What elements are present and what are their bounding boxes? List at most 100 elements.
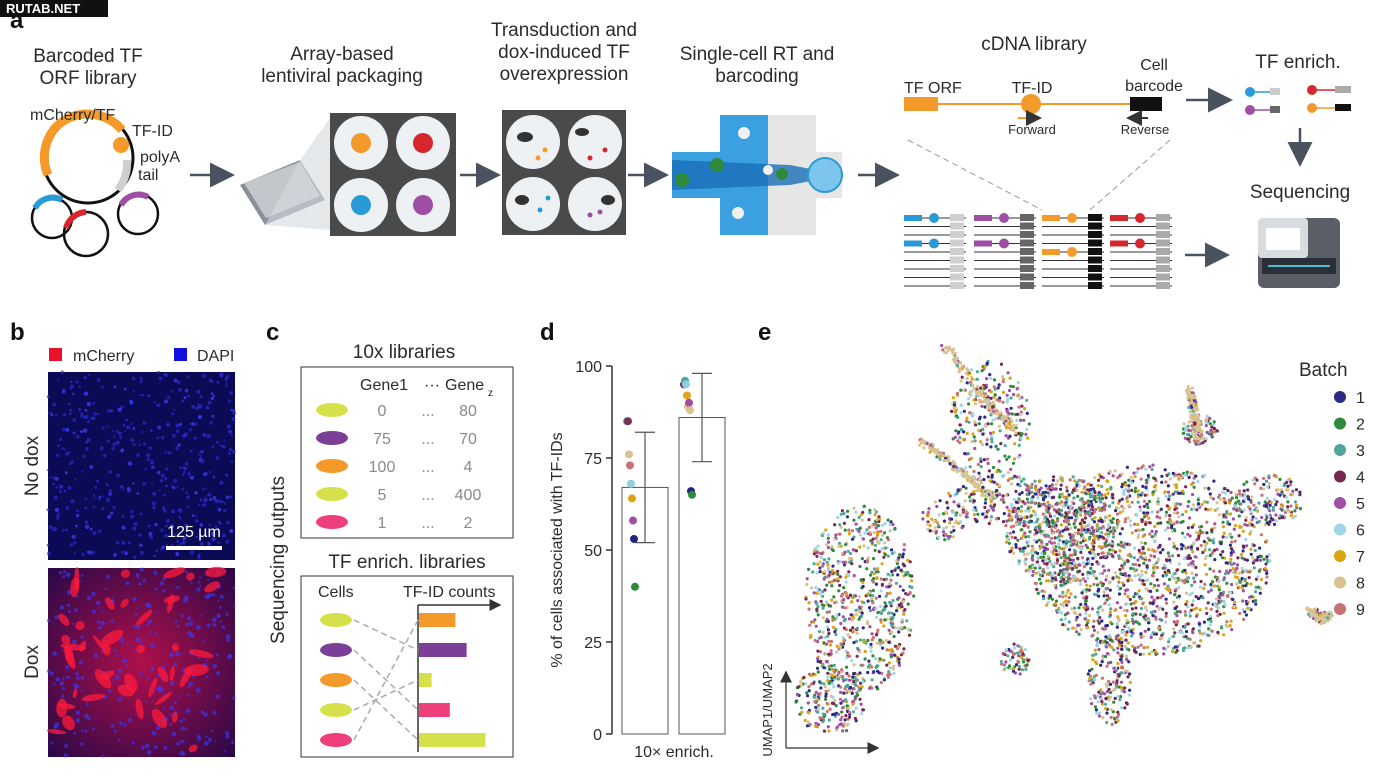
umap-point <box>1033 479 1037 483</box>
umap-point <box>1182 431 1186 435</box>
umap-point <box>969 492 974 496</box>
umap-point <box>1073 595 1077 599</box>
umap-point <box>1254 517 1258 521</box>
umap-point <box>892 653 897 657</box>
umap-point <box>1156 496 1160 501</box>
umap-point <box>826 679 830 683</box>
umap-point <box>954 465 958 469</box>
table-row: 5...400 <box>316 487 481 504</box>
umap-point <box>1168 558 1172 562</box>
umap-point <box>1147 547 1151 552</box>
umap-point <box>994 417 998 421</box>
umap-point <box>1095 498 1100 502</box>
umap-point <box>1059 523 1063 527</box>
umap-point <box>1190 405 1194 409</box>
umap-point <box>806 720 810 724</box>
umap-point <box>1176 475 1180 479</box>
umap-point <box>1163 468 1167 472</box>
umap-point <box>1121 509 1125 513</box>
umap-point <box>1031 564 1035 569</box>
umap-point <box>1178 642 1182 647</box>
umap-point <box>1055 536 1059 540</box>
umap-point <box>965 381 969 385</box>
umap-point <box>989 491 993 495</box>
umap-point <box>822 666 826 670</box>
umap-point <box>1052 552 1056 556</box>
umap-point <box>869 642 873 646</box>
legend-swatch <box>1334 497 1346 509</box>
umap-point <box>1095 583 1100 587</box>
umap-point <box>892 671 896 676</box>
umap-point <box>1046 566 1050 570</box>
umap-point <box>1242 489 1246 493</box>
umap-point <box>1027 520 1031 524</box>
umap-point <box>935 455 939 459</box>
umap-point <box>1099 697 1103 701</box>
umap-point <box>1088 550 1092 555</box>
umap-point <box>1005 531 1009 535</box>
umap-point <box>1079 602 1083 607</box>
umap-point <box>975 391 979 395</box>
umap-point <box>844 714 848 718</box>
umap-point <box>1020 668 1025 672</box>
umap-point <box>976 462 980 467</box>
umap-point <box>1173 645 1178 649</box>
umap-point <box>968 465 972 469</box>
umap-point <box>908 560 912 564</box>
umap-point <box>1143 493 1147 497</box>
umap-point <box>825 709 829 714</box>
umap-point <box>1186 576 1190 580</box>
umap-point <box>1005 457 1009 461</box>
umap-point <box>822 558 827 562</box>
umap-point <box>958 436 962 440</box>
umap-point <box>841 677 845 681</box>
umap-point <box>1151 631 1155 635</box>
umap-point <box>1154 488 1158 492</box>
legend-label: 5 <box>1356 496 1365 513</box>
umap-point <box>1134 600 1138 604</box>
table-cell: 70 <box>459 431 477 448</box>
umap-point <box>1107 698 1111 702</box>
tenx-library-table <box>300 366 514 539</box>
umap-point <box>1097 690 1101 694</box>
umap-point <box>1017 667 1021 671</box>
umap-point <box>1082 487 1086 491</box>
umap-point <box>1298 490 1302 494</box>
umap-point <box>1104 626 1108 631</box>
umap-point <box>1110 622 1114 626</box>
umap-point <box>1068 478 1072 482</box>
umap-point <box>1014 509 1018 514</box>
umap-point <box>1231 517 1235 521</box>
umap-point <box>896 606 900 610</box>
umap-point <box>1101 551 1105 555</box>
umap-point <box>851 537 855 541</box>
umap-point <box>952 461 956 465</box>
umap-point <box>998 396 1002 400</box>
umap-point <box>1201 531 1205 535</box>
umap-point <box>1166 584 1170 588</box>
umap-point <box>1242 545 1246 550</box>
umap-point <box>972 508 976 512</box>
umap-point <box>1072 522 1076 526</box>
umap-point <box>1293 509 1297 513</box>
umap-point <box>1035 530 1039 534</box>
umap-point <box>990 434 994 438</box>
umap-point <box>1213 601 1217 606</box>
umap-point <box>1005 409 1009 413</box>
umap-point <box>1104 706 1108 711</box>
umap-point <box>1058 495 1062 499</box>
legend-swatch <box>1334 444 1346 456</box>
umap-point <box>980 442 985 447</box>
label-tf-id: TF-ID <box>132 123 173 140</box>
umap-point <box>1203 556 1207 561</box>
umap-point <box>1148 601 1152 605</box>
x-axis-label: 10× enrich. <box>634 744 714 761</box>
umap-point <box>1138 505 1142 509</box>
virus-wells <box>334 116 450 232</box>
umap-point <box>942 459 946 463</box>
umap-point <box>1178 630 1182 634</box>
umap-point <box>1257 520 1261 524</box>
umap-point <box>862 544 866 548</box>
umap-point <box>1186 605 1190 609</box>
umap-point <box>1124 638 1128 642</box>
